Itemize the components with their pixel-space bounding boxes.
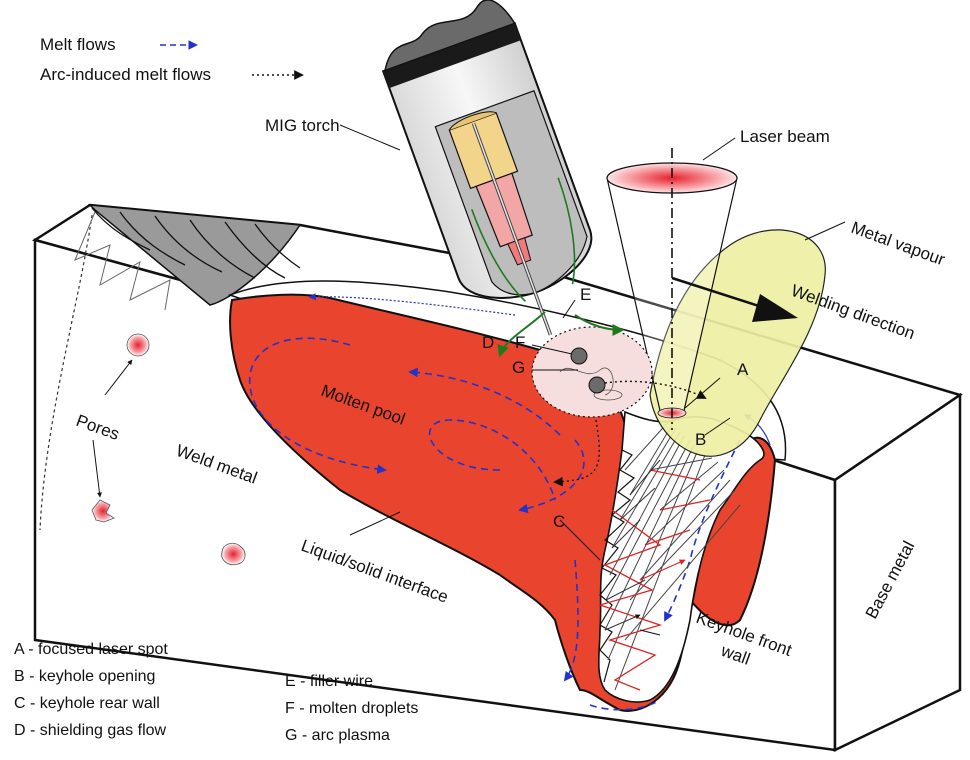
molten-droplet xyxy=(571,348,587,364)
legend-arc-melt-flows-label: Arc-induced melt flows xyxy=(40,65,211,84)
legend-melt-flows-label: Melt flows xyxy=(40,35,116,54)
key-a: A - focused laser spot xyxy=(14,641,168,658)
key-f: F - molten droplets xyxy=(285,700,418,717)
pore-round xyxy=(127,334,149,356)
key-e: E - filler wire xyxy=(285,673,373,690)
key-c: C - keyhole rear wall xyxy=(14,695,160,712)
letter-g: G xyxy=(512,358,525,377)
legend: Melt flows Arc-induced melt flows xyxy=(40,35,302,84)
label-mig-torch: MIG torch xyxy=(265,116,340,135)
label-laser-beam: Laser beam xyxy=(740,127,830,146)
key-d: D - shielding gas flow xyxy=(14,722,167,739)
letter-d: D xyxy=(482,333,494,352)
letter-f: F xyxy=(515,333,525,352)
letter-e: E xyxy=(580,285,591,304)
label-metal-vapour: Metal vapour xyxy=(849,218,948,270)
key-b: B - keyhole opening xyxy=(14,668,155,685)
molten-droplet xyxy=(589,377,605,393)
letter-c: C xyxy=(553,512,565,531)
letter-b: B xyxy=(695,430,706,449)
letter-a: A xyxy=(737,360,749,379)
key-g: G - arc plasma xyxy=(285,727,390,744)
